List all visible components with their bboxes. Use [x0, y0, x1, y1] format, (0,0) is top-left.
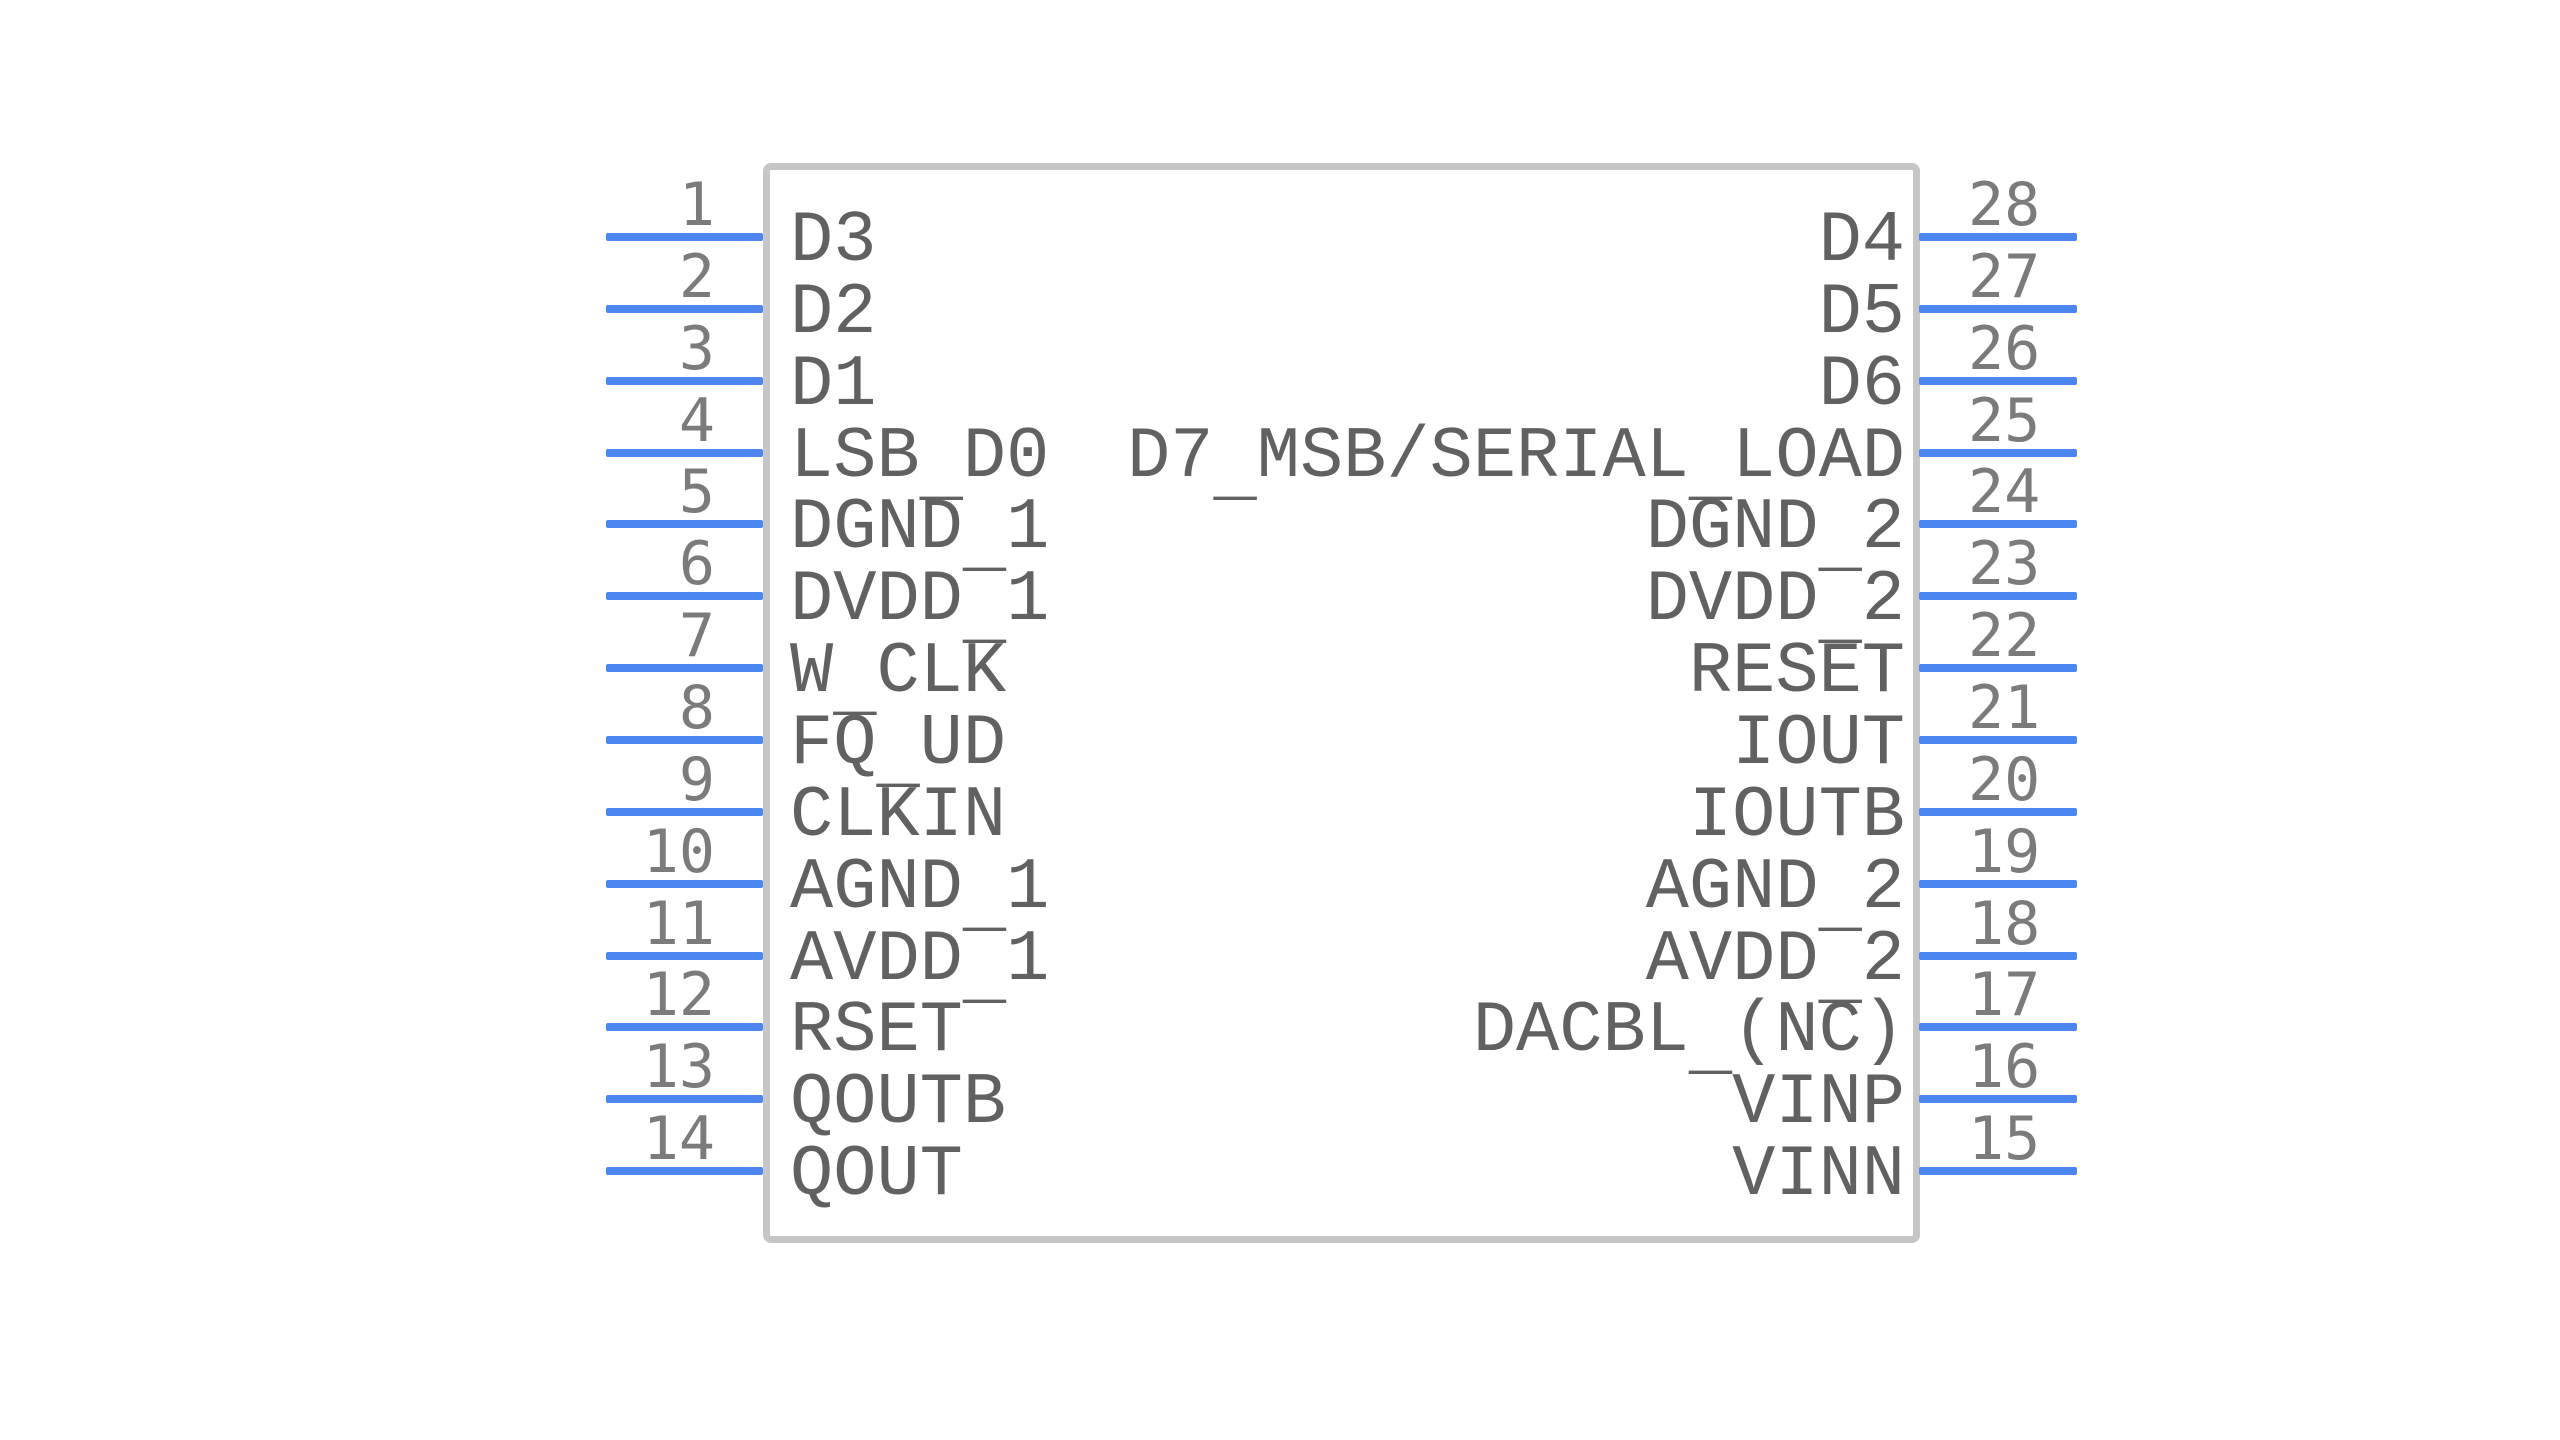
pin-name: AVDD_1: [790, 919, 1050, 1017]
pin-number: 16: [1968, 1032, 2041, 1102]
pin-name: RESET: [1688, 631, 1905, 713]
pin-line: [606, 736, 763, 744]
pin-number: 10: [642, 817, 715, 887]
pin-name: D6: [1818, 344, 1905, 426]
pin-name: VINP: [1732, 1062, 1905, 1144]
pin-line: [606, 1023, 763, 1031]
pin-number: 11: [642, 889, 715, 959]
pin-line: [1919, 808, 2077, 816]
pin-name: AGND_1: [790, 847, 1050, 945]
pin-line: [606, 305, 763, 313]
pin-number: 22: [1968, 601, 2041, 671]
pin-number: 21: [1968, 673, 2041, 743]
pin-name: FQ_UD: [790, 703, 1007, 801]
underscore-glyph: _: [919, 431, 963, 514]
pin-name: DVDD_1: [790, 559, 1050, 657]
pin-number: 17: [1968, 960, 2041, 1030]
pin-number: 2: [678, 242, 715, 312]
pin-line: [606, 1167, 763, 1175]
pin-line: [1919, 1095, 2077, 1103]
pin-number: 19: [1968, 817, 2041, 887]
pin-name: VINN: [1732, 1134, 1905, 1216]
pin-name: LSB_D0: [790, 416, 1050, 514]
pin-line: [606, 1095, 763, 1103]
underscore-glyph: _: [962, 574, 1007, 657]
pin-number: 7: [678, 601, 715, 671]
pin-number: 8: [678, 673, 715, 743]
pin-name: AVDD_2: [1645, 919, 1905, 1017]
pin-number: 1: [678, 170, 715, 240]
underscore-glyph: _: [1688, 1005, 1733, 1088]
underscore-glyph: _: [876, 718, 920, 801]
pin-line: [606, 520, 763, 528]
pin-number: 24: [1968, 457, 2041, 527]
pin-line: [606, 449, 763, 457]
pin-line: [606, 664, 763, 672]
pin-name: RSET: [790, 990, 963, 1072]
pin-line: [1919, 233, 2077, 241]
pin-line: [606, 592, 763, 600]
pin-number: 9: [678, 745, 715, 815]
pin-number: 25: [1968, 386, 2041, 456]
pin-line: [1919, 377, 2077, 385]
pin-line: [606, 808, 763, 816]
pin-number: 14: [642, 1104, 715, 1174]
pin-number: 18: [1968, 889, 2041, 959]
pin-name: CLKIN: [790, 775, 1007, 857]
pin-line: [1919, 1167, 2077, 1175]
pin-name: DACBL_(NC): [1472, 990, 1905, 1088]
underscore-glyph: _: [1818, 574, 1862, 657]
pin-name: D2: [790, 272, 877, 354]
underscore-glyph: _: [962, 502, 1007, 585]
underscore-glyph: _: [1818, 934, 1862, 1017]
pin-name: D5: [1818, 272, 1905, 354]
pin-number: 13: [642, 1032, 715, 1102]
underscore-glyph: _: [833, 646, 877, 729]
pin-line: [1919, 592, 2077, 600]
pin-line: [1919, 736, 2077, 744]
pin-number: 5: [678, 457, 715, 527]
pin-line: [1919, 880, 2077, 888]
pin-name: W_CLK: [790, 631, 1007, 729]
underscore-glyph: _: [962, 934, 1007, 1017]
pin-name: D4: [1818, 200, 1905, 282]
pin-name: QOUT: [790, 1134, 963, 1216]
pin-line: [1919, 305, 2077, 313]
pin-name: IOUT: [1732, 703, 1905, 785]
underscore-glyph: _: [1818, 862, 1862, 945]
component-body: [763, 163, 1920, 1243]
pin-number: 15: [1968, 1104, 2041, 1174]
pin-line: [606, 233, 763, 241]
pin-number: 26: [1968, 314, 2041, 384]
pin-name: DGND_2: [1645, 487, 1905, 585]
pin-number: 28: [1968, 170, 2041, 240]
pin-name: AGND_2: [1645, 847, 1905, 945]
pin-number: 4: [678, 386, 715, 456]
pin-line: [1919, 520, 2077, 528]
pin-line: [606, 952, 763, 960]
pin-line: [606, 880, 763, 888]
pin-name: D1: [790, 344, 877, 426]
pin-number: 12: [642, 960, 715, 1030]
pin-line: [1919, 952, 2077, 960]
pin-number: 20: [1968, 745, 2041, 815]
pin-name: D3: [790, 200, 877, 282]
pin-number: 3: [678, 314, 715, 384]
pin-number: 27: [1968, 242, 2041, 312]
pin-number: 6: [678, 529, 715, 599]
underscore-glyph: _: [1213, 431, 1257, 514]
underscore-glyph: _: [962, 862, 1007, 945]
pin-line: [1919, 1023, 2077, 1031]
pin-line: [1919, 664, 2077, 672]
pin-name: DGND_1: [790, 487, 1050, 585]
pin-name: IOUTB: [1688, 775, 1905, 857]
pin-name: QOUTB: [790, 1062, 1007, 1144]
underscore-glyph: _: [1818, 502, 1862, 585]
underscore-glyph: _: [1688, 431, 1733, 514]
pin-name: DVDD_2: [1645, 559, 1905, 657]
pin-name: D7_MSB/SERIAL_LOAD: [1127, 416, 1905, 514]
pin-line: [1919, 449, 2077, 457]
pin-number: 23: [1968, 529, 2041, 599]
pin-line: [606, 377, 763, 385]
